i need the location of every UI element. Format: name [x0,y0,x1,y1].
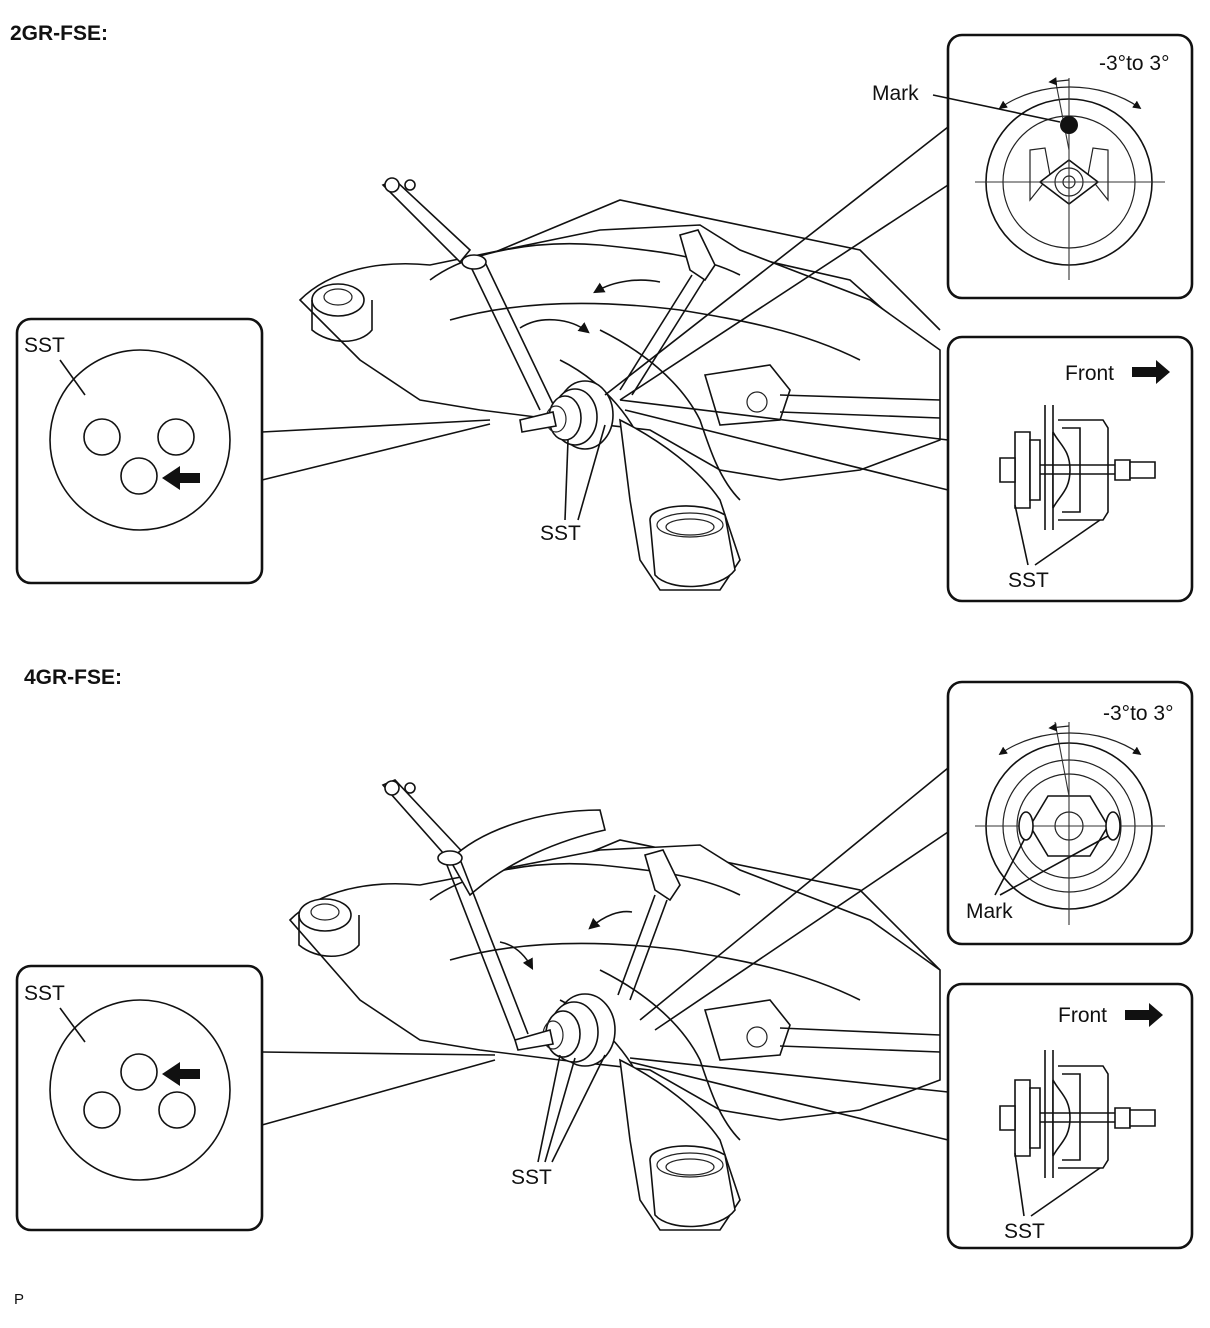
hole-detail-sst-label: SST [24,334,65,357]
arrow-left-icon [162,1062,200,1086]
main-sst-label: SST [540,522,581,545]
arrow-right-icon [1132,360,1170,384]
figure-code: P [14,1291,24,1308]
arrow-left-icon [162,466,200,490]
sst-face-circle [49,999,231,1181]
front-detail: Front SST [619,335,1194,603]
angle-detail: -3°to 3° Mark [604,33,1194,401]
arrow-right-icon [1125,1003,1163,1027]
main-sst-label: SST [511,1166,552,1189]
rear-suspension-member-drawing: SST [298,177,941,591]
mark-label: Mark [872,82,919,105]
section-title: 2GR-FSE: [10,22,108,45]
section-2gr-fse: 2GR-FSE: [10,22,1194,603]
angle-label: -3°to 3° [1099,52,1170,75]
sst-hole-detail: SST [15,317,491,585]
sst-face-circle [49,349,231,531]
front-detail-sst-label: SST [1008,569,1049,592]
mark-dot-icon [1060,116,1078,134]
front-detail-sst-label: SST [1004,1220,1045,1243]
rear-suspension-member-drawing: SST [288,779,941,1231]
angle-detail: -3°to 3° Mark [639,680,1194,1031]
mark-label: Mark [966,900,1013,923]
front-label: Front [1065,362,1114,385]
section-4gr-fse: 4GR-FSE: [15,666,1194,1250]
angle-label: -3°to 3° [1103,702,1174,725]
front-label: Front [1058,1004,1107,1027]
hole-detail-sst-label: SST [24,982,65,1005]
section-title: 4GR-FSE: [24,666,122,689]
front-detail: Front SST [629,982,1194,1250]
sst-hole-detail: SST [15,964,496,1232]
